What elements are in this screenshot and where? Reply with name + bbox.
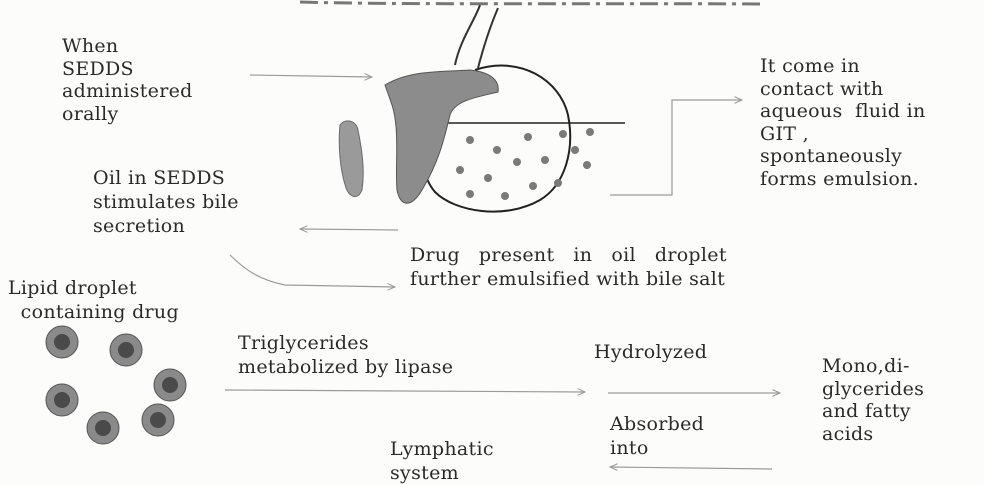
cropped-header-line [300, 2, 760, 4]
label-drug-oil: Drug present in oil droplet further emul… [410, 243, 727, 291]
label-mono-di: Mono,di- glycerides and fatty acids [822, 355, 924, 445]
lipid-droplet [87, 412, 119, 444]
label-sedds-oral: When SEDDS administered orally [62, 35, 193, 125]
lipid-droplets [46, 326, 186, 444]
arrow-stomach-to-emulsion [610, 100, 742, 195]
arrow-absorbed [610, 467, 772, 469]
label-lipid-droplet: Lipid droplet containing drug [8, 276, 179, 324]
lipid-droplet [46, 326, 78, 358]
label-triglycerides: Triglycerides metabolized by lipase [238, 331, 453, 379]
emulsion-dots [456, 128, 594, 200]
stomach-illustration [339, 5, 625, 212]
label-oil-bile: Oil in SEDDS stimulates bile secretion [93, 166, 239, 238]
label-hydrolyzed: Hydrolyzed [594, 340, 707, 364]
arrow-to-bile [300, 229, 398, 230]
label-absorbed: Absorbed into [610, 412, 704, 460]
label-contact-git: It come in contact with aqueous fluid in… [760, 55, 926, 190]
arrow-triglycerides [225, 390, 585, 392]
lipid-droplet [154, 369, 186, 401]
lipid-droplet [46, 384, 78, 416]
arrow-bile-to-drug [230, 255, 395, 287]
label-lymphatic: Lymphatic system [390, 437, 494, 485]
arrow-oral-to-stomach [250, 75, 372, 77]
lipid-droplet [110, 334, 142, 366]
lipid-droplet [142, 404, 174, 436]
